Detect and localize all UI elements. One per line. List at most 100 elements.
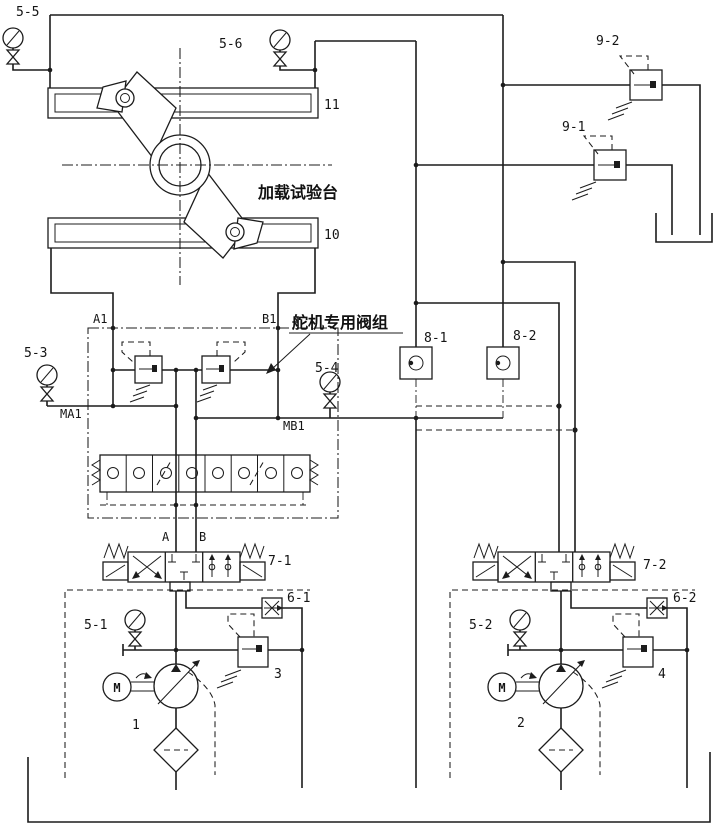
dcv-7-2: 7-2 — [472, 542, 666, 592]
relief-valve-3: 3 — [216, 613, 282, 689]
pilot-line — [216, 341, 246, 363]
pump-1: 1 — [132, 660, 200, 733]
cylinder-11: 11 — [47, 87, 340, 119]
relief-valve-block-right — [196, 341, 246, 403]
pressure-gauge-5-3: 5-3 — [24, 346, 58, 406]
gauge-needle-icon — [6, 30, 20, 46]
gauge-needle-icon — [128, 612, 142, 628]
pipe-network — [49, 14, 701, 788]
label-cylinder-11: 11 — [324, 98, 340, 113]
relief-valve-block-left — [121, 341, 163, 403]
spring-icon — [601, 669, 627, 689]
cylinder-10: 10 — [47, 217, 340, 249]
label-cylinder-10: 10 — [324, 228, 340, 243]
label-motor-1: M — [113, 681, 120, 695]
spring-icon — [309, 459, 319, 486]
pressure-gauge-5-4: 5-4 — [315, 361, 341, 418]
label-relief-9-1: 9-1 — [562, 120, 585, 135]
pilot-line — [618, 55, 649, 75]
motor-1: M — [102, 672, 154, 702]
label-check-8-1: 8-1 — [424, 331, 447, 346]
spring-icon — [196, 384, 218, 403]
spring-icon — [91, 459, 101, 486]
tiller-arms — [96, 71, 264, 259]
solenoid-box-icon — [609, 561, 636, 581]
counterbalance-manifold — [91, 454, 319, 506]
pressure-gauge-5-1: 5-1 — [84, 609, 146, 650]
throttle-valve-6-1: 6-1 — [261, 591, 310, 619]
pilot-line — [121, 341, 151, 363]
power-unit-2: 6-2 5-2 4 2 M — [449, 589, 696, 790]
spring-icon — [607, 101, 633, 121]
spring-icon — [571, 181, 597, 201]
spring-icon — [103, 542, 129, 560]
top-tank — [655, 213, 713, 243]
label-relief-3: 3 — [274, 667, 282, 682]
label-relief-4: 4 — [658, 667, 666, 682]
filter-2 — [538, 708, 584, 790]
label-check-8-2: 8-2 — [513, 329, 536, 344]
throttle-valve-6-2: 6-2 — [646, 591, 696, 619]
shutoff-valve-icon — [272, 51, 288, 67]
pump-2: 2 — [517, 660, 585, 731]
spring-icon — [239, 542, 265, 560]
pressure-gauge-5-6: 5-6 — [219, 29, 315, 71]
shutoff-valve-icon — [39, 386, 55, 402]
pressure-gauge-5-5: 5-5 — [2, 5, 50, 71]
shutoff-valve-icon — [127, 631, 143, 647]
label-gauge-5-6: 5-6 — [219, 37, 242, 52]
poppet-icon — [495, 360, 501, 366]
label-port-a1: A1 — [93, 312, 107, 326]
check-valve-8-2: 8-2 — [486, 329, 536, 380]
label-port-b: B — [199, 530, 206, 544]
steering-valve-group: A1 B1 舵机专用阀组 5-3 — [24, 312, 503, 552]
dcv-7-1: 7-1 — [102, 542, 291, 592]
label-pump-1: 1 — [132, 718, 140, 733]
relief-valve-9-1: 9-1 — [562, 120, 627, 201]
label-port-ma1: MA1 — [60, 407, 82, 421]
label-gauge-5-2: 5-2 — [469, 618, 492, 633]
label-throttle-6-2: 6-2 — [673, 591, 696, 606]
label-gauge-5-1: 5-1 — [84, 618, 107, 633]
power-unit-1: 6-1 5-1 3 1 M — [64, 589, 310, 790]
motor-2: M — [487, 672, 539, 702]
filter-1 — [153, 708, 199, 790]
solenoid-box-icon — [239, 561, 266, 581]
spring-icon — [129, 384, 151, 403]
label-port-b1: B1 — [262, 312, 276, 326]
shutoff-valve-icon — [5, 49, 21, 65]
spring-icon — [473, 542, 499, 560]
label-motor-2: M — [498, 681, 505, 695]
main-tank — [27, 752, 711, 823]
label-gauge-5-5: 5-5 — [16, 5, 39, 20]
label-port-mb1: MB1 — [283, 419, 305, 433]
label-gauge-5-4: 5-4 — [315, 361, 339, 376]
pressure-gauge-5-2: 5-2 — [469, 609, 531, 650]
load-test-bench: 5-5 5-6 11 10 — [2, 5, 340, 285]
pilot-line — [227, 613, 255, 638]
leader-arrow-icon — [266, 363, 276, 374]
pilot-line — [582, 135, 613, 155]
pilot-line — [612, 613, 640, 638]
label-pump-2: 2 — [517, 716, 525, 731]
variable-arrow-icon — [577, 660, 585, 667]
shutoff-valve-icon — [512, 631, 528, 647]
gauge-needle-icon — [323, 374, 337, 390]
label-dcv-7-2: 7-2 — [643, 558, 666, 573]
shutoff-valve-icon — [322, 393, 338, 409]
label-throttle-6-1: 6-1 — [287, 591, 310, 606]
label-dcv-7-1: 7-1 — [268, 554, 291, 569]
label-gauge-5-3: 5-3 — [24, 346, 47, 361]
junction-dots — [47, 67, 690, 653]
label-relief-9-2: 9-2 — [596, 34, 619, 49]
relief-valve-9-2: 9-2 — [596, 34, 663, 121]
relief-valve-4: 4 — [601, 613, 666, 689]
gauge-needle-icon — [40, 367, 54, 383]
case-drain-line — [572, 671, 601, 775]
gauge-needle-icon — [513, 612, 527, 628]
solenoid-box-icon — [472, 561, 499, 581]
check-valve-8-1: 8-1 — [399, 331, 447, 380]
poppet-icon — [408, 360, 414, 366]
unit-boundary — [449, 589, 695, 778]
